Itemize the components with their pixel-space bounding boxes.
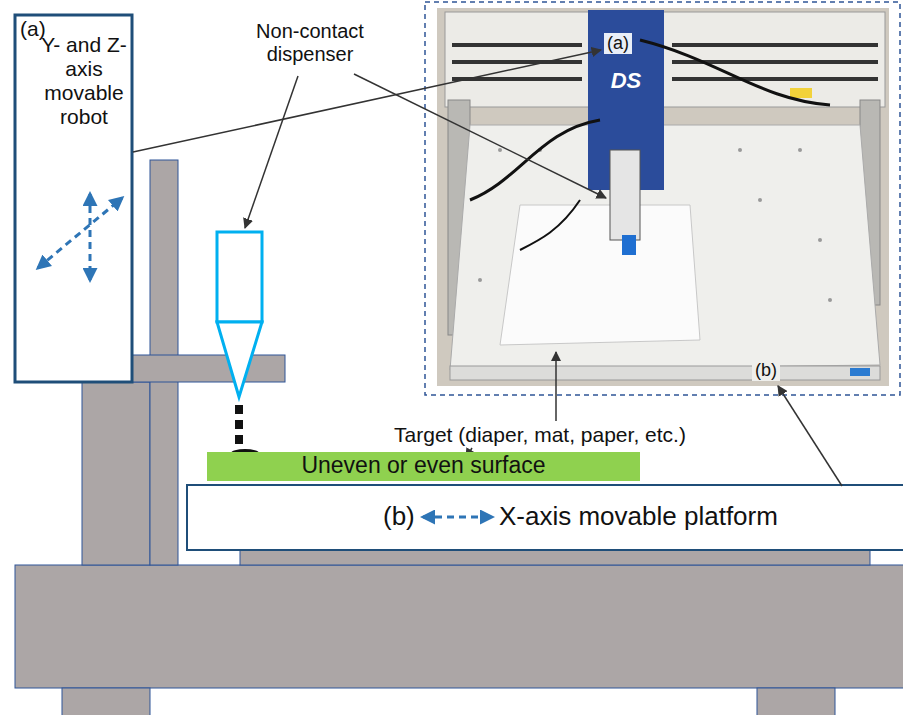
dispenser-drawing bbox=[217, 232, 262, 457]
photo-inset bbox=[425, 2, 900, 395]
platform-label: X-axis movable platform bbox=[499, 501, 829, 531]
robot-box: (a)Y- and Z-axis movable robot bbox=[15, 15, 132, 382]
target-label: Target (diaper, mat, paper, etc.) bbox=[370, 423, 710, 447]
leader-lines bbox=[133, 50, 842, 486]
robot-label: Y- and Z-axis movable robot bbox=[39, 33, 129, 129]
photo-callout: (b) bbox=[752, 360, 780, 381]
surface-label: Uneven or even surface bbox=[207, 452, 640, 478]
target-surface: Uneven or even surface bbox=[207, 452, 640, 481]
platform-box: (b) X-axis movable platform bbox=[187, 485, 903, 550]
platform-outline bbox=[187, 485, 903, 550]
motion-arrows bbox=[38, 194, 122, 280]
robot-box-outline bbox=[15, 15, 132, 382]
brand-mark: DS bbox=[600, 68, 652, 93]
callout-letter: (b) bbox=[383, 501, 423, 531]
photo-callout: (a) bbox=[604, 33, 632, 54]
x-axis-arrow bbox=[423, 516, 492, 519]
dispenser-label: Non-contact dispenser bbox=[250, 20, 370, 66]
